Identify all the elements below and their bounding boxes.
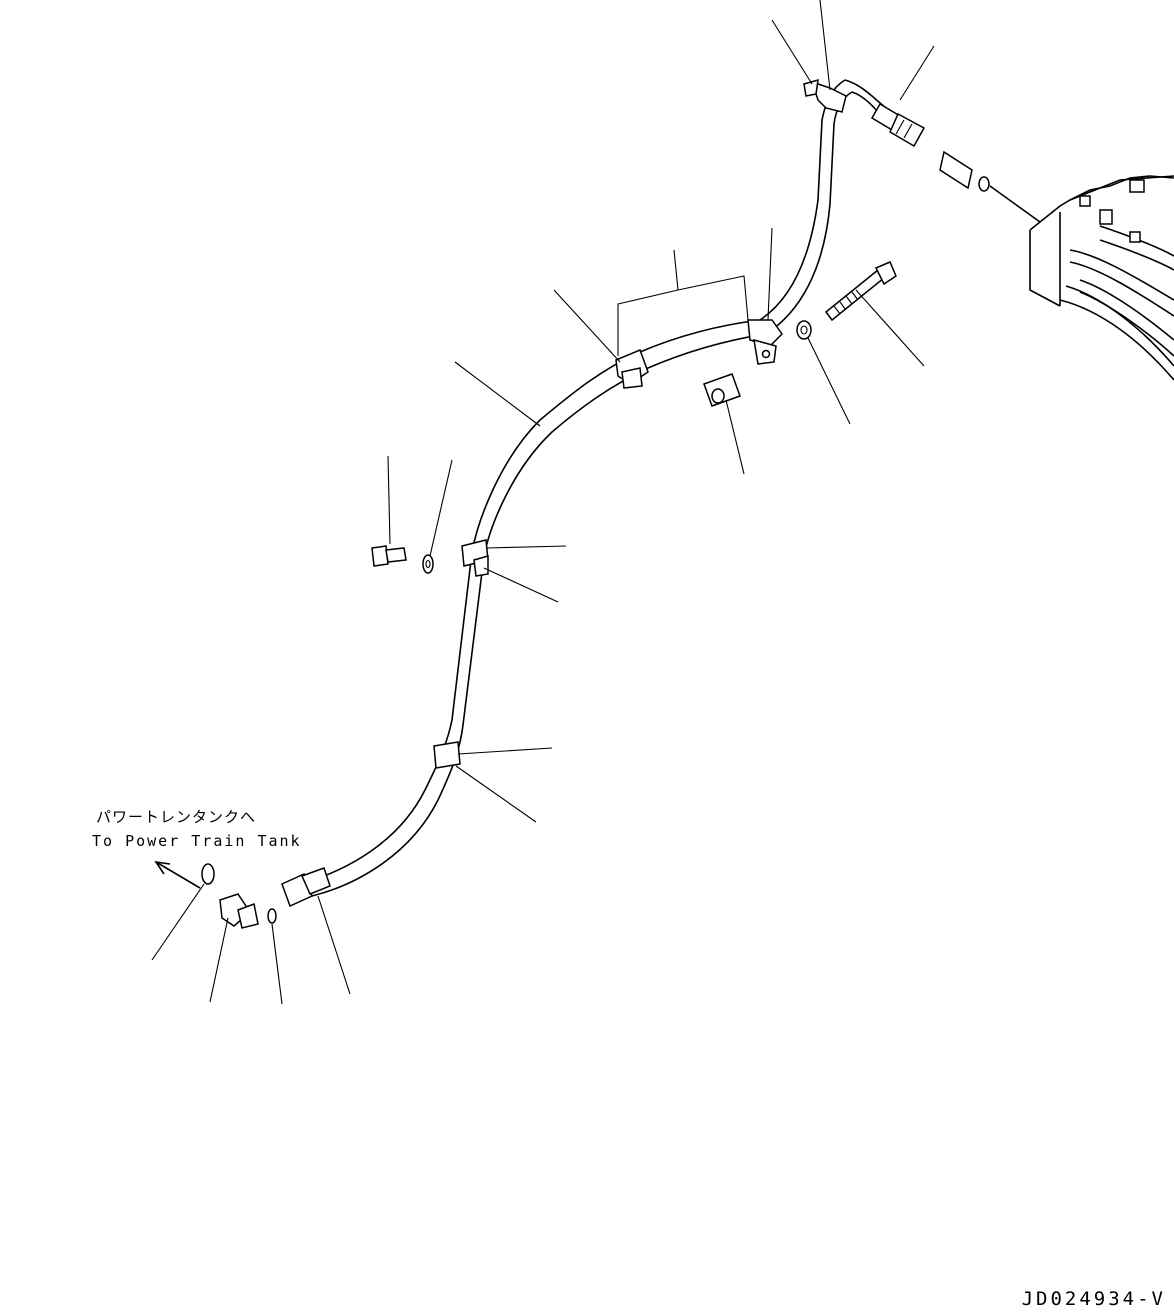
leader-lines: [151, 0, 935, 1005]
long-bolt: [824, 261, 897, 322]
o-ring-outer: [201, 863, 215, 885]
control-valve: [989, 175, 1174, 381]
lower-hose-fitting: [281, 867, 331, 908]
direction-arrow: [154, 860, 201, 889]
upper-hose-fitting: [870, 102, 926, 148]
vertical-hose-clamp-upper: [461, 539, 489, 577]
vertical-hose-clamp-lower: [433, 741, 461, 769]
spacer-collar: [703, 373, 741, 407]
elbow-fitting: [219, 893, 259, 929]
top-clamp: [803, 78, 847, 113]
destination-label-ja: パワートレンタンクへ: [96, 808, 257, 826]
mid-clamp-bracket: [747, 319, 783, 365]
o-ring-inner: [267, 908, 277, 924]
destination-label-en: To Power Train Tank: [92, 832, 302, 850]
upper-middle-clamp: [615, 349, 649, 389]
return-hose: [299, 79, 889, 897]
washer: [796, 320, 812, 340]
small-bolt: [371, 545, 434, 574]
valve-adapter: [939, 150, 990, 192]
drawing-number: JD024934-V: [1021, 1288, 1166, 1310]
